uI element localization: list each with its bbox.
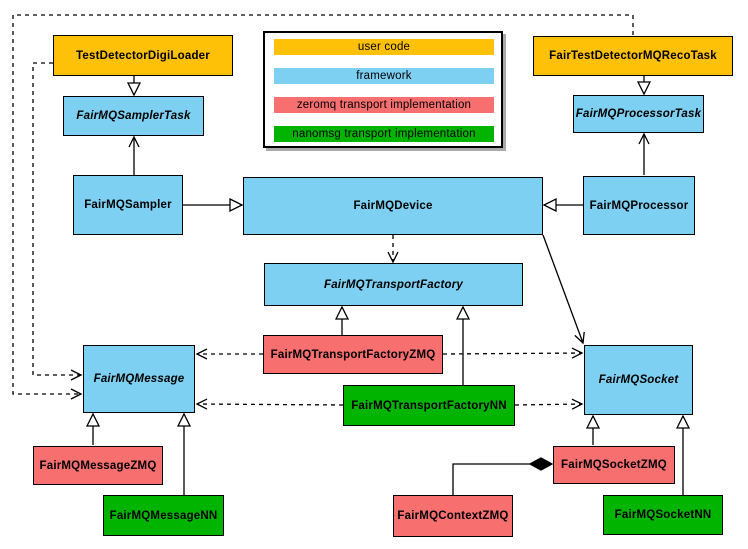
edge-socketzmq-contextzmq-composition [452,463,531,495]
node-fairtestdetectormqrecotask: FairTestDetectorMQRecoTask [533,36,733,76]
node-fairmqmessage: FairMQMessage [83,345,195,413]
legend-box: user code framework zeromq transport imp… [263,31,503,148]
node-fairmqcontextzmq: FairMQContextZMQ [393,495,513,537]
node-fairmqsampler: FairMQSampler [73,175,183,235]
node-fairmqsocketzmq: FairMQSocketZMQ [553,446,675,484]
composition-diamond [528,457,554,471]
node-fairmqtransportfactory: FairMQTransportFactory [264,263,523,306]
edge-factorynn-message-dependency [195,398,344,410]
node-fairmqsocket: FairMQSocket [584,345,693,415]
edge-device-socket-association [542,234,585,345]
node-fairmqprocessortask: FairMQProcessorTask [573,95,704,133]
legend-item-framework: framework [274,68,494,84]
legend-item-nanomsg: nanomsg transport implementation [274,126,494,142]
node-fairmqmessagezmq: FairMQMessageZMQ [33,446,163,485]
node-fairmqsamplertask: FairMQSamplerTask [63,96,204,136]
edge-factorynn-socket-dependency [514,398,584,410]
node-fairmqdevice: FairMQDevice [243,177,543,235]
legend-item-zeromq: zeromq transport implementation [274,97,494,113]
node-fairmqsocketnn: FairMQSocketNN [603,495,723,535]
node-fairmqtransportfactorynn: FairMQTransportFactoryNN [343,385,515,426]
node-fairmqtransportfactoryzmq: FairMQTransportFactoryZMQ [263,335,443,374]
legend-item-user-code: user code [274,39,494,55]
node-fairmqmessagenn: FairMQMessageNN [103,495,224,536]
edge-factoryzmq-socket-dependency [442,347,584,359]
node-fairmqprocessor: FairMQProcessor [583,176,695,235]
node-testdetectordigiloader: TestDetectorDigiLoader [53,35,233,76]
